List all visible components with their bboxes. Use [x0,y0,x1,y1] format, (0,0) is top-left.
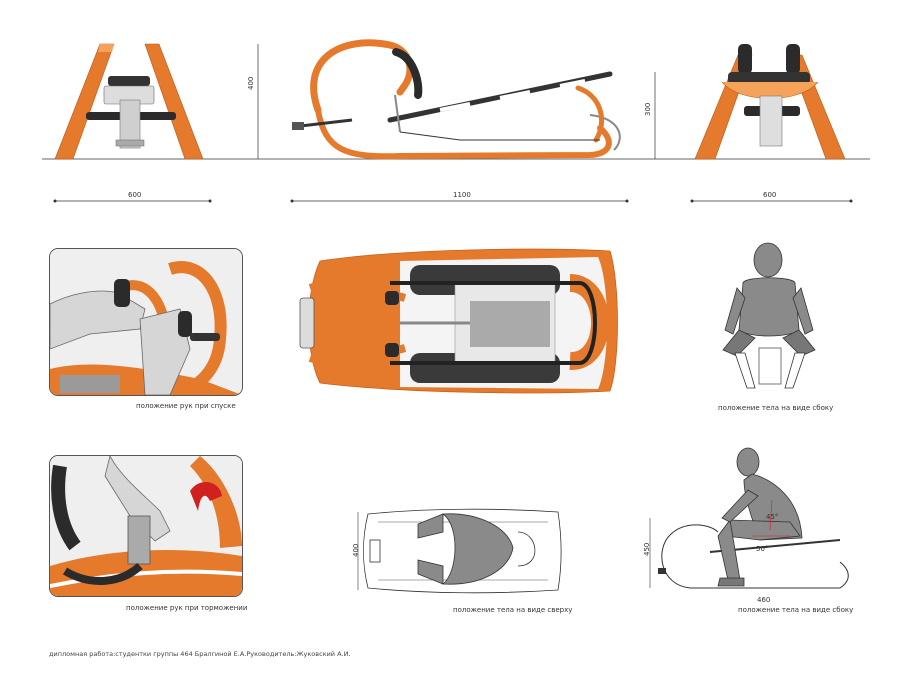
caption-body-side-1: положение тела на виде сбоку [718,404,834,412]
footer-credits: дипломная работа:студентки группы 464 Бр… [49,650,351,658]
dim-side-length: 1100 [453,191,471,199]
figure-side-view-2 [649,447,849,589]
dim-top-view-width: 400 [352,543,360,557]
caption-body-top: положение тела на виде сверху [453,606,573,614]
photo-hands-braking [49,455,243,597]
dim-side-height: 400 [247,76,255,90]
orthographic-views [42,39,870,203]
top-view-sled [299,248,618,394]
rear-view [694,44,846,160]
dim-rear-width: 600 [763,191,777,199]
dim-side-view-depth: 460 [757,596,771,604]
dim-side-view-height: 450 [643,542,651,556]
dim-knee-angle: 45° [766,513,779,521]
dim-front-width: 600 [128,191,142,199]
dim-line-side-length [290,199,629,203]
dim-line-rear-width [690,199,853,203]
photo-hands-descent [49,248,243,396]
caption-body-side-2: положение тела на виде сбоку [738,606,854,614]
dim-rear-height: 300 [644,102,652,116]
side-view [291,39,621,160]
dim-line-front-width [53,199,212,203]
dim-hip-angle: 50° [756,545,769,553]
figure-top-view [357,508,562,594]
front-view [54,43,204,160]
caption-hands-braking: положение рук при торможении [126,604,248,612]
figure-side-view-1 [722,242,816,389]
caption-hands-descent: положение рук при спуске [136,402,236,410]
